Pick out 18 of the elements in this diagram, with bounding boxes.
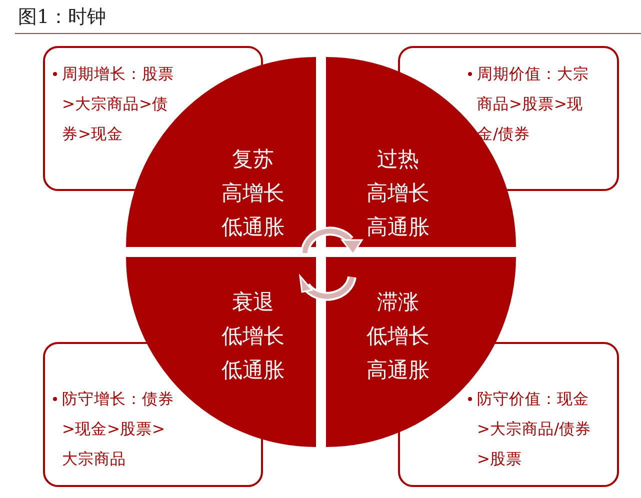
condition-label: 低通胀 bbox=[220, 357, 286, 384]
figure-title: 图1：时钟 bbox=[18, 5, 106, 30]
phase-label: 衰退 bbox=[231, 289, 275, 316]
asset-ranking-text: 防守增长：债券>现金>股票>大宗商品 bbox=[62, 389, 175, 470]
condition-label: 低增长 bbox=[366, 323, 430, 350]
asset-ranking-text: 周期增长：股票>大宗商品>债券>现金 bbox=[62, 64, 175, 145]
condition-label: 低增长 bbox=[220, 323, 286, 350]
condition-label: 低通胀 bbox=[220, 214, 286, 241]
condition-label: 高通胀 bbox=[366, 214, 430, 241]
condition-label: 高通胀 bbox=[366, 357, 430, 384]
condition-label: 高增长 bbox=[366, 180, 430, 207]
phase-label: 滞涨 bbox=[376, 289, 420, 316]
curved-arrow bbox=[300, 226, 364, 256]
curved-arrow bbox=[298, 274, 356, 301]
asset-ranking-text: 防守价值：现金>大宗商品/债券>股票 bbox=[477, 389, 592, 470]
condition-label: 高增长 bbox=[220, 180, 286, 207]
phase-label: 过热 bbox=[376, 146, 420, 173]
phase-label: 复苏 bbox=[231, 146, 275, 173]
